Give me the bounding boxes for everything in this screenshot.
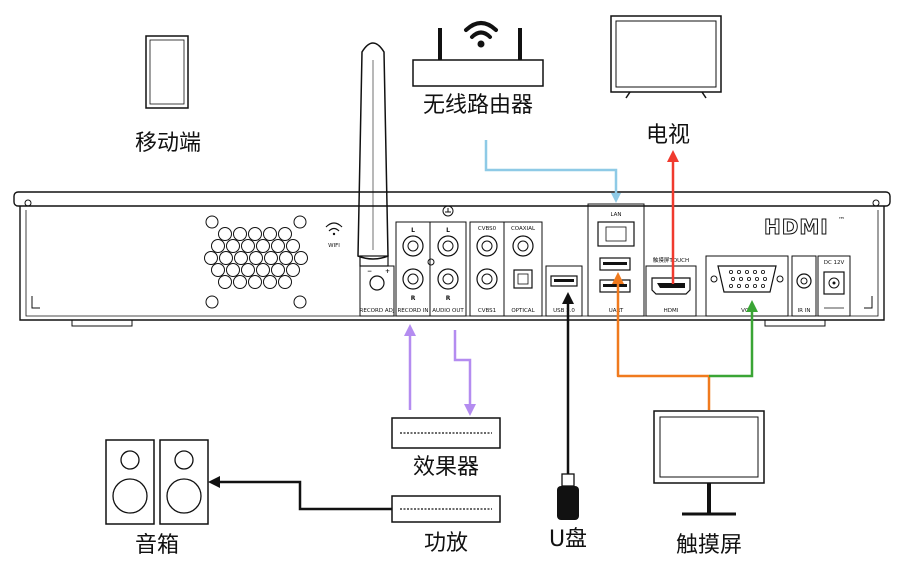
usb-label: USB 3.0: [553, 308, 575, 314]
usb-port: [545, 265, 583, 317]
svg-text:+: +: [385, 268, 390, 275]
amplifier-to-speakers-cable: [208, 476, 392, 511]
usb-drive-label: U盘: [549, 527, 587, 552]
hdmi-tm: ™: [838, 216, 845, 224]
ir-in-label: IR IN: [798, 308, 811, 314]
wifi-icon: [464, 21, 498, 48]
hdmi-touch-label: 触摸屏TOUCH: [653, 256, 689, 264]
coaxial-label: COAXIAL: [511, 226, 536, 232]
tv-label: 电视: [646, 123, 690, 148]
touchscreen-to-vga-cable: [709, 300, 758, 378]
vga-port: [705, 255, 789, 317]
hdmi-port: [645, 265, 697, 317]
router-to-lan-cable: [484, 140, 621, 203]
router-device: [412, 21, 544, 87]
uart-label: UART: [609, 308, 624, 314]
touchscreen-to-uart-cable: [612, 272, 711, 410]
dc-label: DC 12V: [824, 260, 845, 266]
dc-port: [817, 255, 851, 317]
vga-pins: [729, 269, 768, 288]
svg-text:−: −: [367, 268, 372, 275]
optical-label: OPTICAL: [511, 308, 535, 314]
audio-out-right-label: R: [446, 295, 451, 302]
touchscreen-label: 触摸屏: [676, 533, 742, 558]
touchscreen-monitor: [653, 410, 765, 516]
device-back-panel: [13, 191, 891, 327]
speakers-label: 音箱: [135, 533, 179, 558]
audio-out-jacks: [427, 221, 467, 317]
vent-grille: [204, 215, 308, 309]
effects-unit: [391, 417, 501, 449]
panel-wifi-icon: [325, 222, 343, 236]
cvbs-coax-optical-ports: [469, 221, 543, 317]
amplifier-label: 功放: [424, 531, 468, 556]
ground-icon: [442, 205, 454, 217]
panel-wifi-label: WIFI: [328, 243, 340, 249]
record-in-label: RECORD IN: [397, 308, 428, 314]
record-in-jacks: [395, 221, 431, 317]
record-in-left-label: L: [411, 227, 415, 234]
lan-label: LAN: [610, 212, 621, 218]
audio-out-left-label: L: [446, 227, 450, 234]
audio-out-label: AUDIO OUT: [432, 308, 464, 314]
hdmi-logo: HDMI: [764, 215, 829, 239]
speakers: [105, 439, 209, 525]
tv-device: [610, 15, 722, 99]
cvbs0-label: CVBS0: [478, 226, 497, 232]
usb-drive: [557, 473, 579, 520]
lan-uart-ports: [587, 203, 645, 317]
record-in-right-label: R: [411, 295, 416, 302]
record-adj-label: RECORD ADJ: [360, 308, 395, 314]
cvbs1-label: CVBS1: [478, 308, 496, 314]
ir-in-port: [791, 255, 817, 317]
mobile-device: [145, 35, 189, 109]
antenna: [357, 42, 389, 267]
hdmi-port-label: HDMI: [664, 308, 679, 314]
router-label: 无线路由器: [423, 93, 533, 118]
record-adj-knob: − +: [359, 265, 395, 317]
mobile-label: 移动端: [135, 131, 201, 156]
effects-label: 效果器: [413, 455, 479, 480]
amplifier-unit: [391, 495, 501, 523]
audio-out-to-effects-cable: [453, 330, 476, 416]
